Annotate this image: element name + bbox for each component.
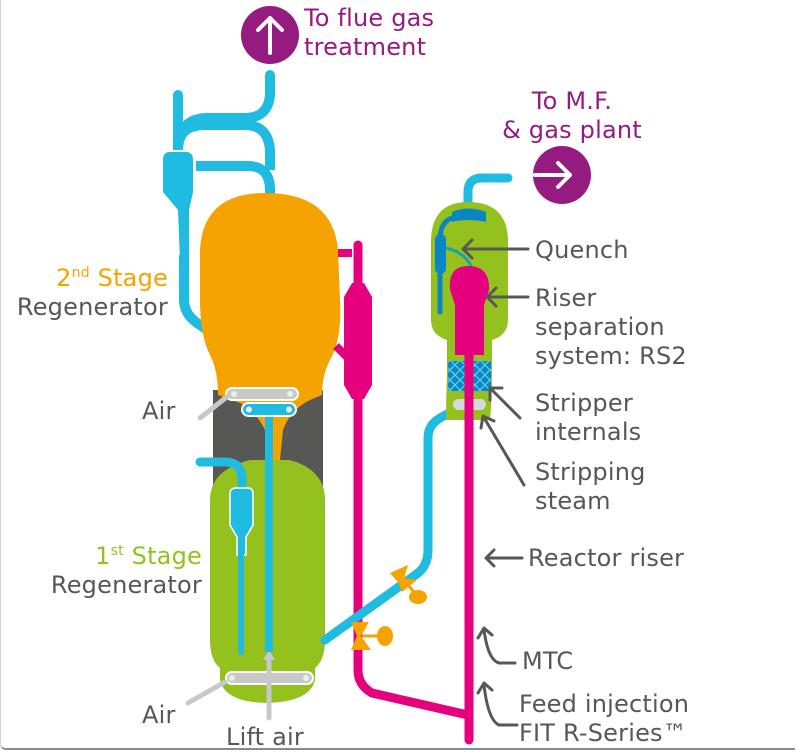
air-inlet-line-upper [197,393,231,421]
first-stage-regenerator-label: 1st Stage Regenerator [0,542,202,600]
stripping-steam-line1: Stripping [535,458,646,486]
first-stage-name: Regenerator [50,571,202,599]
valve-actuator [377,626,393,646]
stripper-internals-line1: Stripper [535,389,633,417]
distributor-nozzle [287,391,293,397]
external-cyclone [163,152,193,260]
reactor-riser-label: Reactor riser [528,544,685,572]
air-lower-label: Air [142,701,176,729]
second-stage-title: 2nd Stage [0,264,168,293]
reactor-riser-leader [484,548,524,568]
product-label-line1: To M.F. [531,87,613,115]
cyclone-dipleg [179,255,218,340]
flue-gas-label-line1: To flue gas [304,4,435,32]
valve-actuator [409,590,427,604]
riser-separation-line1: Riser [535,284,597,312]
ordinal-suffix: nd [71,265,90,281]
flue-gas-label-line2: treatment [304,33,427,61]
stage-word: Stage [89,264,168,292]
manifold-lower-pipe [173,120,275,170]
spent-catalyst-line [320,403,463,645]
riser-separation-line2: separation [535,313,665,341]
first-stage-cyclone [229,487,254,556]
second-stage-name: Regenerator [16,293,168,321]
ordinal: 2 [56,264,72,292]
ordinal-suffix: st [110,543,124,559]
product-label-line2: & gas plant [502,116,642,144]
stripping-steam-line2: steam [535,487,611,515]
riser-separation-label: Riser separation system: RS2 [535,284,687,371]
lift-air-label: Lift air [226,723,304,751]
product-outlet-label: To M.F. & gas plant [486,87,658,145]
product-vapor-line [463,173,513,213]
flue-gas-piping [163,70,275,340]
disengager-port [286,406,292,413]
distributor-nozzle [231,391,237,397]
lift-air-nozzle [263,650,275,660]
stage-word: Stage [123,542,202,570]
overhead-manifold-pipe [173,70,275,151]
riser-separation-system [449,266,490,355]
slide-valve-spent [390,565,427,604]
lift-line-disengager [241,402,297,417]
quench-distributor [445,246,474,269]
arrow-right-circle-icon [533,146,591,204]
riser-separation-line3: system: RS2 [535,342,687,370]
stripping-steam-label: Stripping steam [535,458,646,516]
withdrawal-well [344,283,372,399]
distributor-nozzle [229,675,235,681]
stripper-internals-leader [488,386,522,420]
callout-leaders [461,238,530,727]
mtc-label: MTC [522,647,574,675]
stripper-internals-line2: internals [535,418,642,446]
feed-injection-line1: Feed injection [519,690,690,718]
arrow-up-circle-icon [241,6,299,64]
distributor-nozzle [303,675,309,681]
cyclone-outlet-pipe [196,161,275,200]
slide-valve-regenerated [351,622,393,650]
first-stage-cyclone-inlet [195,457,247,495]
regen-wye-pipe [353,655,470,720]
feed-injection-label: Feed injection FIT R-Series™ [519,690,689,748]
air-inlet-line-lower [185,679,228,706]
air-upper-label: Air [142,397,176,425]
vapor-collector [452,208,486,222]
stripping-steam-leader [479,414,526,487]
stripper-internals-label: Stripper internals [535,389,641,447]
flue-gas-outlet-label: To flue gas treatment [304,4,434,62]
quench-label: Quench [535,236,629,264]
ordinal: 1 [95,542,111,570]
valve-body [390,565,417,592]
disengager-port [246,406,252,413]
feed-injection-leader [476,681,519,727]
feed-injection-line2: FIT R-Series™ [519,719,687,747]
valve-body [351,622,371,650]
riser-separation-leader [485,286,530,308]
quench-leader [461,238,530,260]
first-stage-title: 1st Stage [0,542,202,571]
second-stage-regenerator-label: 2nd Stage Regenerator [0,264,168,322]
quench-injector [435,234,446,274]
upper-air-distributor [225,387,299,401]
mtc-leader [476,626,517,665]
